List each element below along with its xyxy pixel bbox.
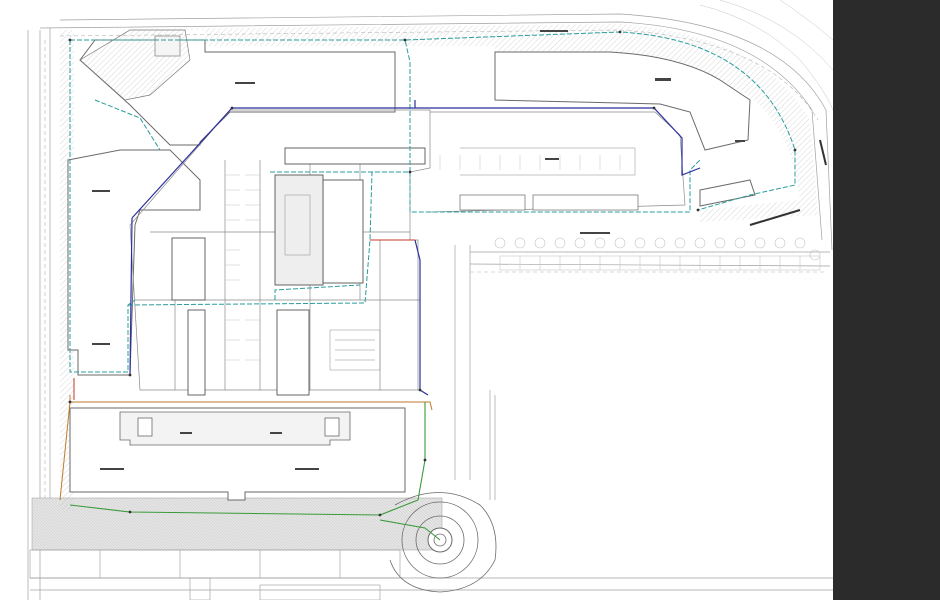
tree-row [494, 237, 821, 261]
interior-blocks [171, 147, 426, 396]
contour-lines [699, 0, 833, 111]
south-sidewalk [29, 549, 401, 600]
south-courtyard [119, 411, 351, 446]
callout-bars [749, 139, 827, 226]
viewer-sidebar [833, 0, 940, 600]
east-parking-lot [429, 111, 686, 213]
utility-line-orange [59, 395, 433, 501]
utility-line-green [69, 402, 441, 541]
site-utility-plan [27, 0, 833, 600]
parking-stalls-east [499, 255, 821, 271]
roundabout [389, 492, 497, 593]
structure-markers [68, 30, 797, 517]
nw-plaza [79, 29, 191, 101]
label-blocks [92, 30, 745, 470]
utility-line-blue [129, 100, 701, 396]
utility-line-red [73, 239, 415, 400]
amenity-courtyard [284, 194, 381, 371]
drawing-sheet[interactable] [0, 0, 833, 600]
